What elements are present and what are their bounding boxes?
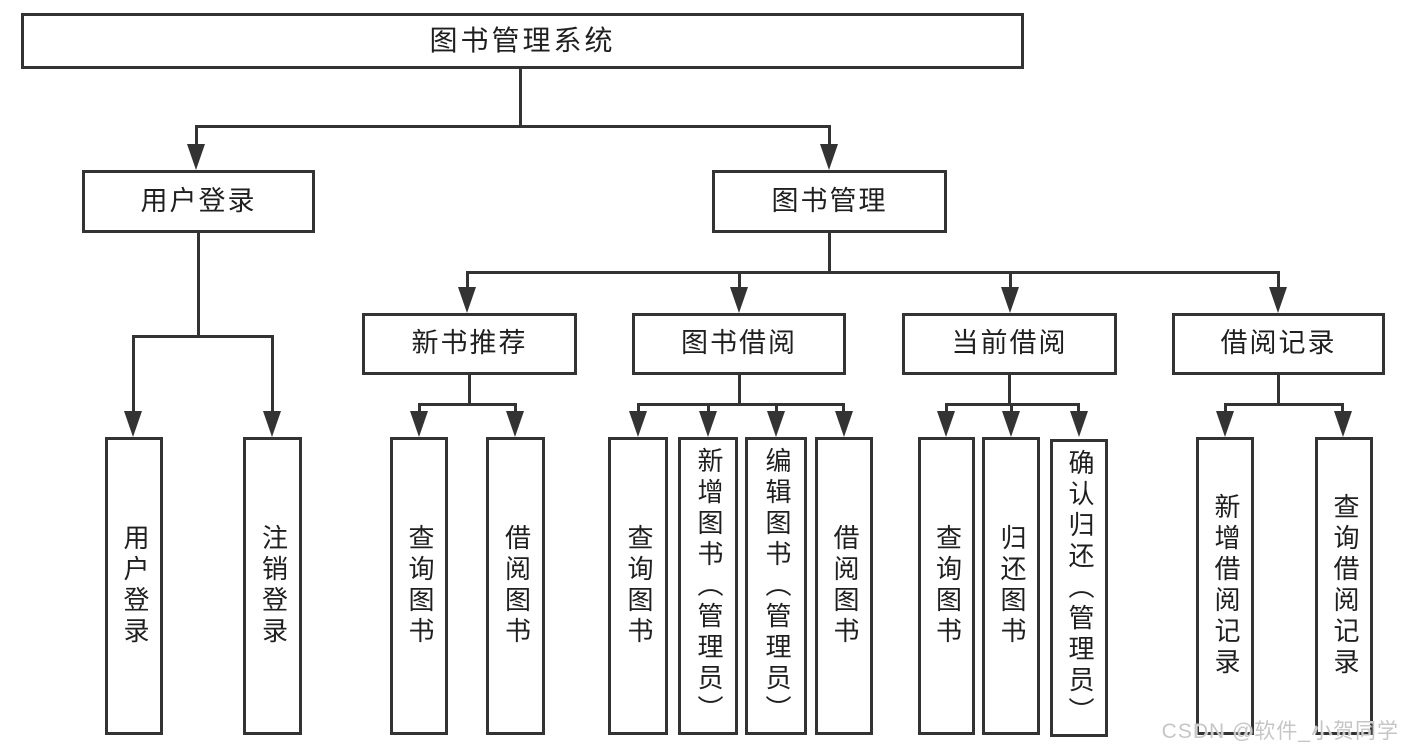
connector-book-borrow-down — [738, 375, 741, 405]
connector-cb-return-stem — [1010, 403, 1013, 413]
arrowhead-nb-borrow — [506, 411, 524, 437]
arrowhead-cb-confirm — [1070, 411, 1088, 437]
node-book-management: 图书管理 — [712, 170, 947, 233]
csdn-watermark: CSDN @软件_小贺同学 — [1161, 720, 1399, 743]
leaf-confirm-return-admin: 确认归还（管理员） — [1050, 439, 1108, 737]
arrowhead-cb-query — [937, 411, 955, 437]
arrowhead-borrow-records — [1269, 287, 1287, 313]
connector-br-query-stem — [1341, 403, 1344, 413]
connector-bb-borrow-stem — [842, 403, 845, 413]
leaf-return-books: 归还图书 — [982, 437, 1040, 735]
leaf-edit-books-admin: 编辑图书（管理员） — [745, 437, 807, 735]
connector-br-add-stem — [1224, 403, 1227, 413]
arrowhead-bb-query — [629, 411, 647, 437]
connector-cb-query-stem — [945, 403, 948, 413]
arrowhead-new-books — [458, 287, 476, 313]
connector-bb-query-stem — [637, 403, 640, 413]
connector-new-books-stem — [466, 271, 469, 289]
connector-new-books-hbar — [418, 403, 517, 406]
connector-bb-edit-stem — [775, 403, 778, 413]
connector-cb-confirm-stem — [1077, 403, 1080, 413]
connector-user-login-hbar — [132, 335, 273, 338]
connector-book-borrow-stem — [738, 271, 741, 289]
node-book-borrowing: 图书借阅 — [632, 313, 846, 375]
leaf-borrow-books-borrowing: 借阅图书 — [815, 437, 873, 735]
connector-book-borrow-hbar — [637, 403, 845, 406]
leaf-add-books-admin: 新增图书（管理员） — [678, 437, 738, 735]
connector-nb-query-stem — [418, 403, 421, 413]
connector-borrow-records-down — [1277, 375, 1280, 405]
connector-borrow-records-hbar — [1224, 403, 1344, 406]
arrowhead-book-borrow — [730, 287, 748, 313]
leaf-query-borrow-record: 查询借阅记录 — [1315, 437, 1373, 735]
connector-current-borrow-down — [1008, 375, 1011, 405]
leaf-query-books-current: 查询图书 — [918, 437, 975, 735]
node-library-management-system: 图书管理系统 — [21, 13, 1024, 69]
leaf-query-books-recommend: 查询图书 — [390, 437, 448, 735]
connector-root-stem — [519, 69, 522, 127]
connector-user-login-down — [197, 233, 200, 337]
connector-user-login-stem — [195, 125, 198, 148]
leaf-query-books-borrowing: 查询图书 — [608, 437, 668, 735]
arrowhead-bb-add — [699, 411, 717, 437]
arrowhead-leaf-login — [124, 411, 142, 437]
arrowhead-current-borrow — [1001, 287, 1019, 313]
connector-book-mgmt-stem — [828, 125, 831, 148]
connector-new-books-down — [468, 375, 471, 405]
arrowhead-user-login — [187, 144, 205, 170]
connector-book-mgmt-hbar — [466, 271, 1279, 274]
connector-current-borrow-stem — [1009, 271, 1012, 289]
connector-leaf-login-stem — [132, 335, 135, 413]
connector-leaf-logout-stem — [271, 335, 274, 413]
arrowhead-leaf-logout — [263, 411, 281, 437]
node-new-book-recommend: 新书推荐 — [362, 313, 577, 375]
arrowhead-bb-edit — [767, 411, 785, 437]
leaf-borrow-books-recommend: 借阅图书 — [486, 437, 545, 735]
connector-nb-borrow-stem — [514, 403, 517, 413]
node-current-borrowing: 当前借阅 — [902, 313, 1117, 375]
leaf-logout: 注销登录 — [243, 437, 302, 735]
leaf-add-borrow-record: 新增借阅记录 — [1196, 437, 1254, 735]
arrowhead-br-query — [1334, 411, 1352, 437]
connector-root-hbar — [195, 125, 831, 128]
node-user-login: 用户登录 — [82, 170, 315, 233]
leaf-user-login: 用户登录 — [105, 437, 163, 735]
node-borrowing-records: 借阅记录 — [1172, 313, 1385, 375]
connector-book-mgmt-down — [828, 233, 831, 273]
connector-bb-add-stem — [707, 403, 710, 413]
arrowhead-nb-query — [410, 411, 428, 437]
connector-borrow-records-stem — [1277, 271, 1280, 289]
arrowhead-br-add — [1216, 411, 1234, 437]
arrowhead-cb-return — [1002, 411, 1020, 437]
arrowhead-book-mgmt — [820, 144, 838, 170]
arrowhead-bb-borrow — [835, 411, 853, 437]
